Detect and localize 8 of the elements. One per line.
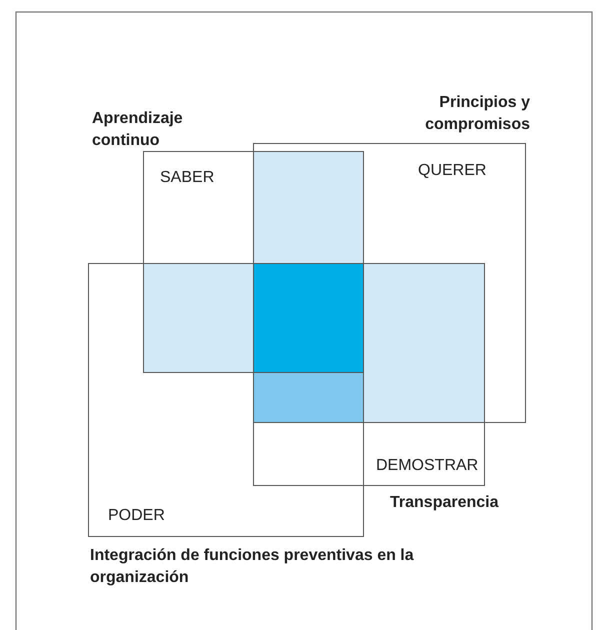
set-heading: Principios y compromisos — [424, 93, 530, 135]
set-label: SABER — [160, 168, 216, 188]
set-heading: Transparencia — [390, 493, 500, 513]
set-label: PODER — [108, 506, 166, 526]
set-label: QUERER — [418, 161, 488, 181]
set-heading: Integración de funciones preventivas en la organización — [90, 546, 415, 588]
set-label: DEMOSTRAR — [376, 456, 480, 476]
set-heading: Aprendizaje continuo — [92, 109, 184, 151]
